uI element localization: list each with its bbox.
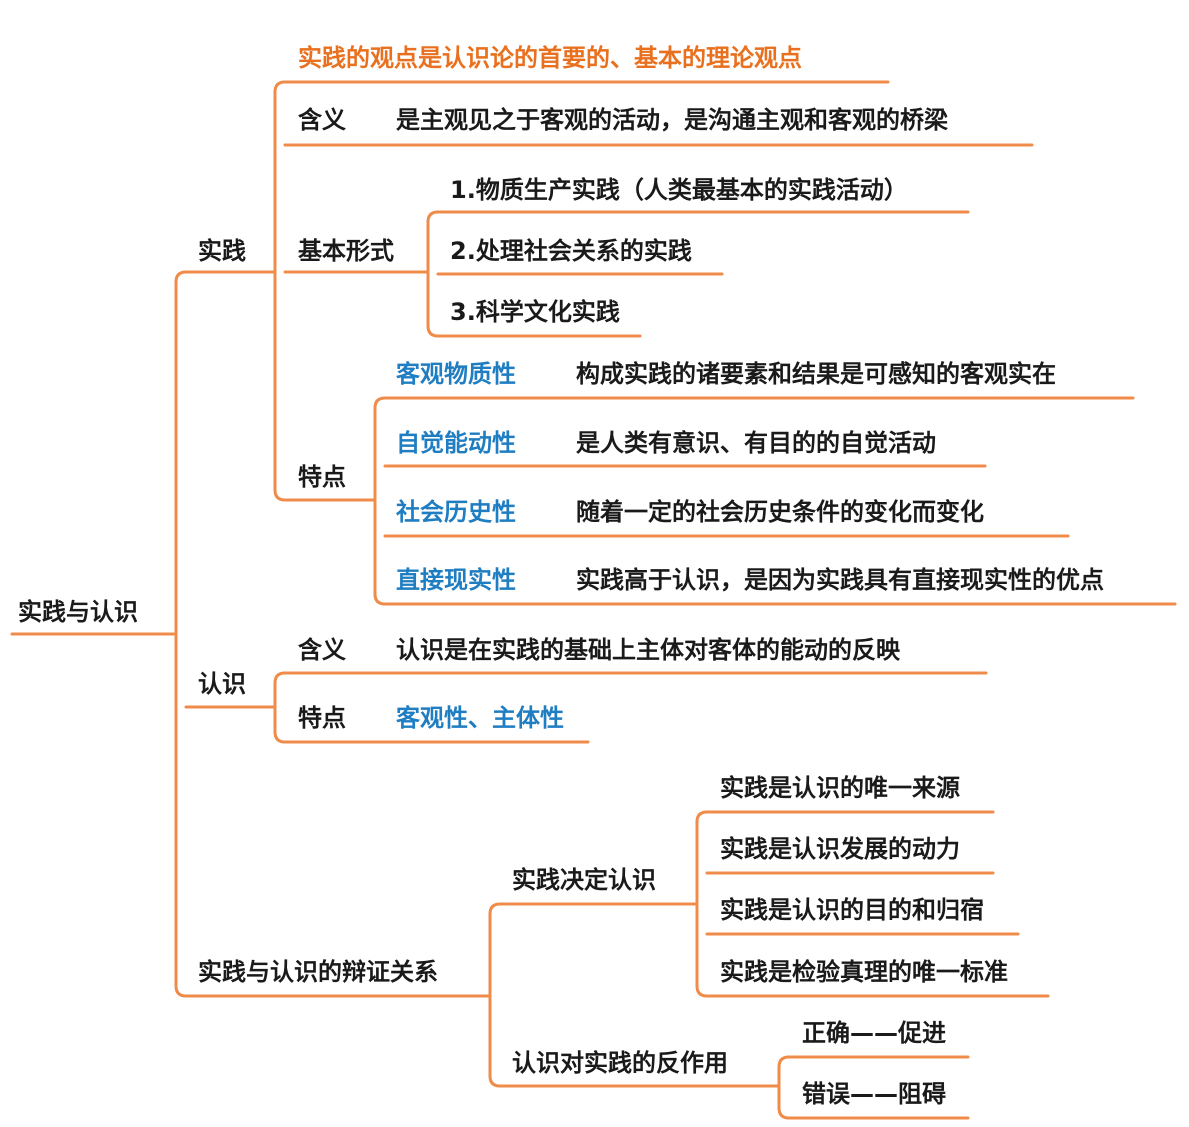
feature-desc-1: 构成实践的诸要素和结果是可感知的客观实在 (576, 360, 1056, 388)
feature-name-1: 客观物质性 (396, 360, 516, 388)
cognition-meaning-label: 含义 (298, 636, 346, 664)
cognition-label: 认识 (198, 670, 246, 698)
practice-label: 实践 (198, 237, 246, 265)
determines-item-2: 实践是认识发展的动力 (720, 835, 960, 863)
determines-item-3: 实践是认识的目的和归宿 (720, 896, 984, 924)
feature-desc-2: 是人类有意识、有目的的自觉活动 (576, 429, 936, 457)
determines-item-1: 实践是认识的唯一来源 (720, 774, 960, 802)
practice-meaning-text: 是主观见之于客观的活动，是沟通主观和客观的桥梁 (396, 106, 948, 134)
feature-name-3: 社会历史性 (396, 498, 516, 526)
relation-label: 实践与认识的辩证关系 (198, 958, 438, 986)
practice-viewpoint: 实践的观点是认识论的首要的、基本的理论观点 (298, 44, 802, 72)
reaction-label: 认识对实践的反作用 (512, 1049, 728, 1077)
determines-bracket (695, 810, 709, 998)
root-bracket (174, 270, 188, 998)
cognition-bracket (273, 671, 287, 744)
determines-label: 实践决定认识 (512, 866, 656, 894)
determines-item-4: 实践是检验真理的唯一标准 (720, 958, 1008, 986)
cognition-features-label: 特点 (298, 704, 346, 732)
cognition-meaning-text: 认识是在实践的基础上主体对客体的能动的反映 (396, 636, 900, 664)
feature-name-4: 直接现实性 (396, 566, 516, 594)
forms-bracket (426, 210, 440, 338)
form-item-1: 1.物质生产实践（人类最基本的实践活动） (450, 176, 908, 204)
feature-name-2: 自觉能动性 (396, 429, 516, 457)
practice-meaning-label: 含义 (298, 106, 346, 134)
root-label: 实践与认识 (18, 598, 138, 626)
reaction-item-1: 正确——促进 (802, 1019, 946, 1047)
form-item-2: 2.处理社会关系的实践 (450, 237, 692, 265)
reaction-bracket (777, 1055, 791, 1120)
feature-desc-4: 实践高于认识，是因为实践具有直接现实性的优点 (576, 566, 1104, 594)
reaction-item-2: 错误——阻碍 (802, 1080, 946, 1108)
practice-bracket (273, 80, 287, 502)
practice-features-label: 特点 (298, 463, 346, 491)
relation-bracket (488, 902, 502, 1088)
cognition-features-text: 客观性、主体性 (396, 704, 564, 732)
forms-label: 基本形式 (298, 237, 394, 265)
feature-desc-3: 随着一定的社会历史条件的变化而变化 (576, 498, 984, 526)
form-item-3: 3.科学文化实践 (450, 298, 620, 326)
features-bracket (373, 396, 387, 606)
